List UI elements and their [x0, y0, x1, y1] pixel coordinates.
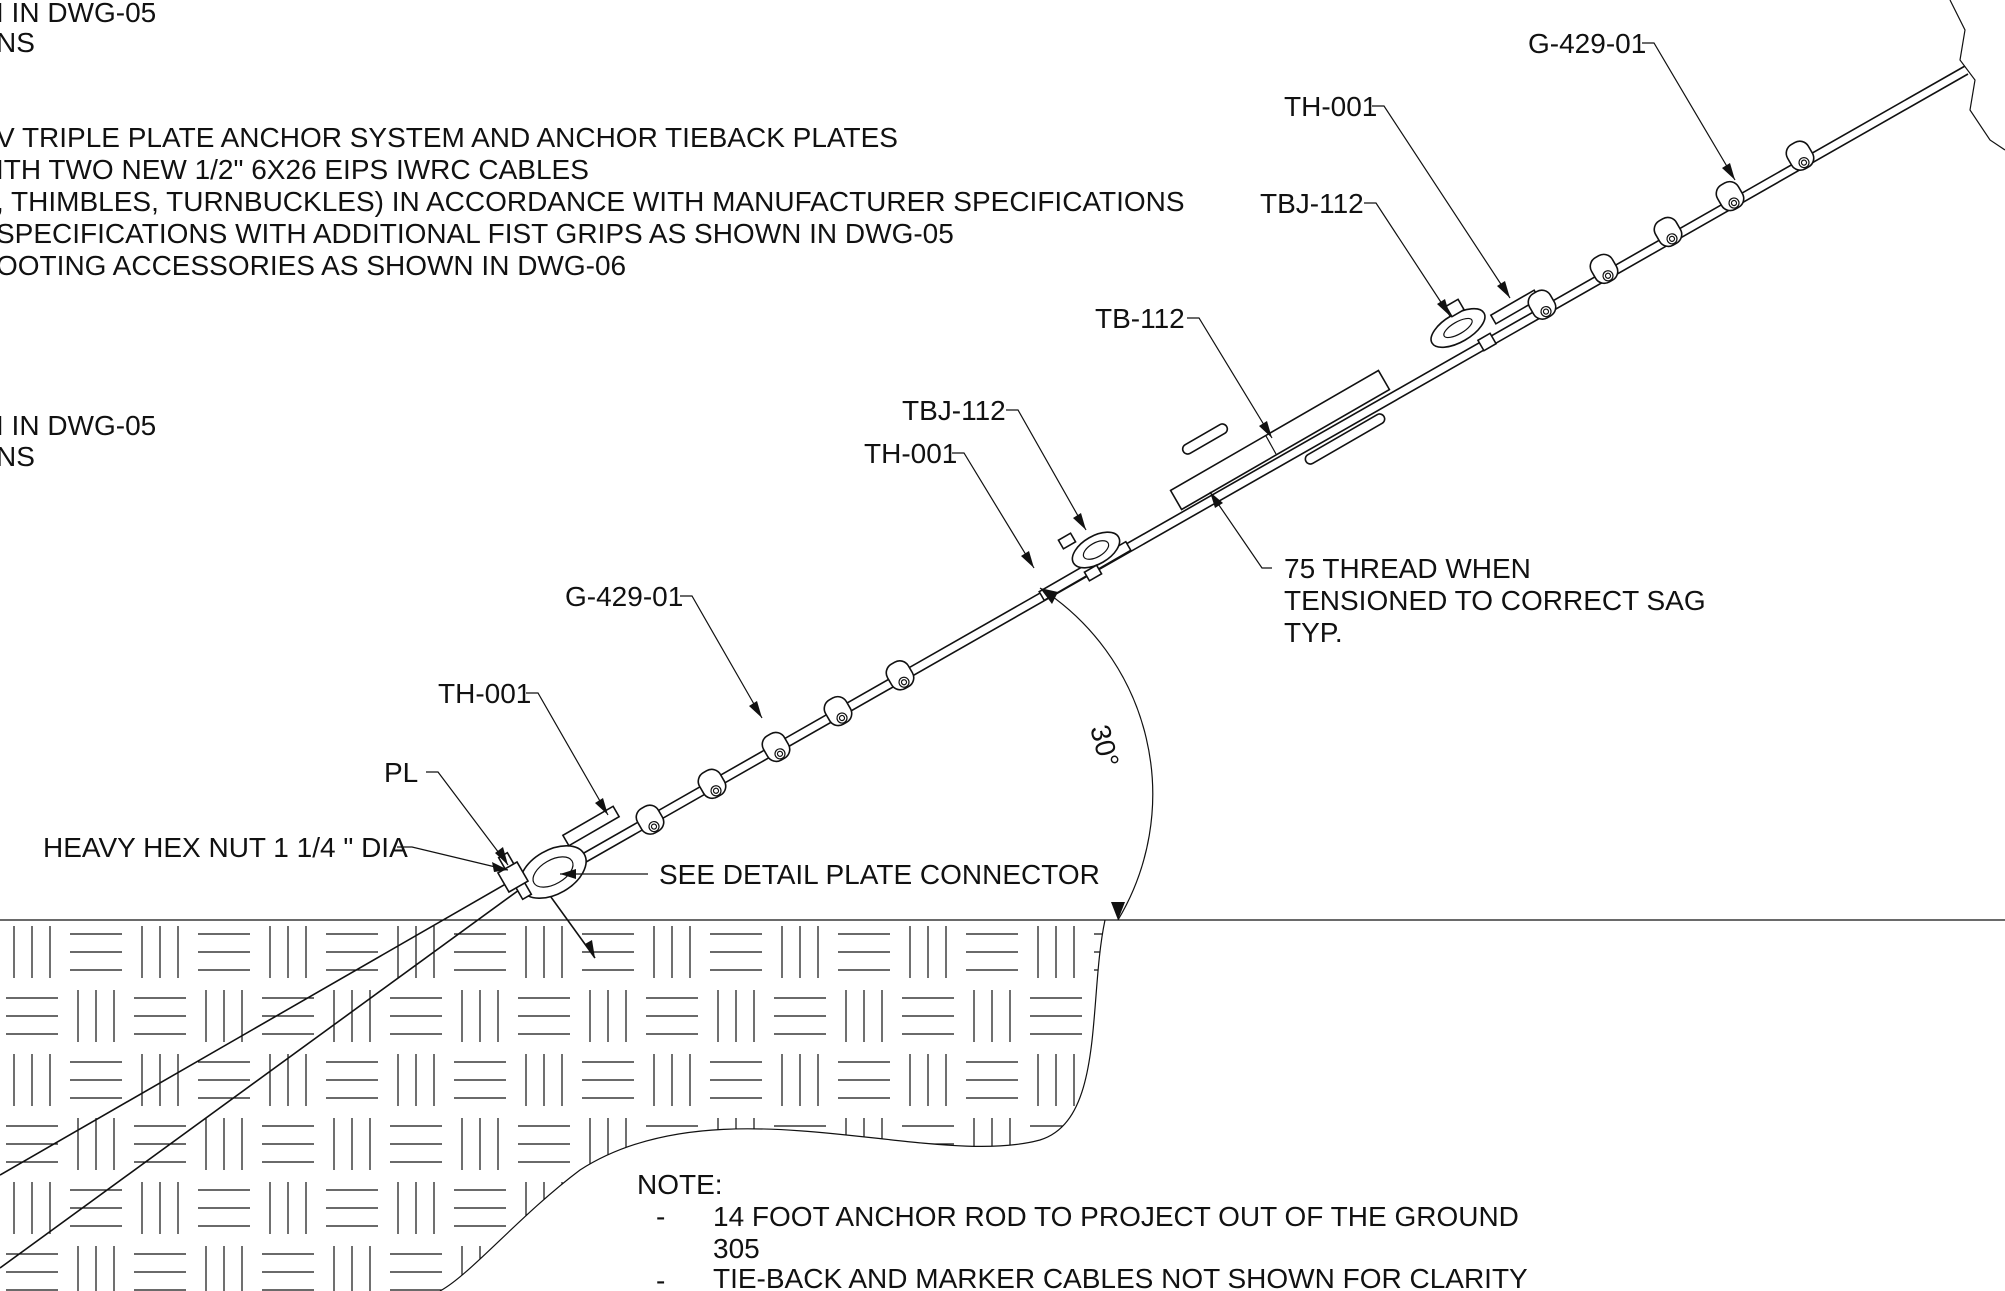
- turnbuckle: [1169, 369, 1391, 511]
- callouts: G-429-01 TH-001 TBJ-112 TB-112 TBJ-112 T…: [43, 28, 1736, 890]
- soil-hatch: [0, 919, 2005, 1291]
- lower-thimble: [496, 805, 621, 901]
- label-hex-nut: HEAVY HEX NUT 1 1/4 " DIA: [43, 832, 408, 863]
- fist-grip: [1715, 180, 1745, 212]
- label-plate-connector: SEE DETAIL PLATE CONNECTOR: [659, 859, 1100, 890]
- note-line: 305: [713, 1233, 760, 1264]
- label-tbj112-lower: TBJ-112: [902, 395, 1006, 426]
- note-block: NOTE: - 14 FOOT ANCHOR ROD TO PROJECT OU…: [637, 1169, 1528, 1291]
- fist-grip: [761, 731, 791, 763]
- general-note-line: ITH TWO NEW 1/2" 6X26 EIPS IWRC CABLES: [0, 154, 589, 185]
- hatch-pattern: [6, 926, 1105, 1291]
- middle-shackle: [1038, 531, 1132, 602]
- general-note-line: V TRIPLE PLATE ANCHOR SYSTEM AND ANCHOR …: [0, 122, 898, 153]
- fist-grip: [1527, 289, 1557, 320]
- note-line: TIE-BACK AND MARKER CABLES NOT SHOWN FOR…: [713, 1263, 1528, 1291]
- fist-grips-lower: [635, 660, 915, 835]
- label-tbj112-upper: TBJ-112: [1260, 188, 1364, 219]
- note-bullet-dash: -: [656, 1201, 665, 1232]
- fist-grip: [885, 660, 915, 691]
- soil-boundary: [439, 919, 1106, 1291]
- thread-note-line: 75 THREAD WHEN: [1284, 553, 1531, 584]
- break-line: [1949, 0, 2005, 151]
- general-note-line: OOTING ACCESSORIES AS SHOWN IN DWG-06: [0, 250, 626, 281]
- note-heading: NOTE:: [637, 1169, 723, 1200]
- fist-grip: [635, 804, 665, 835]
- upper-shackle: [1430, 289, 1541, 352]
- label-th001-lower: TH-001: [438, 678, 531, 709]
- angle-label: 30°: [1084, 722, 1125, 771]
- general-notes: I IN DWG-05 NS V TRIPLE PLATE ANCHOR SYS…: [0, 0, 1185, 472]
- general-note-line: SPECIFICATIONS WITH ADDITIONAL FIST GRIP…: [0, 218, 954, 249]
- label-tb112: TB-112: [1095, 303, 1185, 334]
- fist-grip: [1653, 216, 1683, 248]
- thread-note-line: TENSIONED TO CORRECT SAG: [1284, 585, 1706, 616]
- general-note-line: NS: [0, 27, 35, 58]
- general-note-line: NS: [0, 441, 35, 472]
- fist-grip: [1785, 140, 1815, 171]
- fist-grip: [697, 768, 727, 800]
- label-pl: PL: [384, 757, 418, 788]
- note-bullet-dash: -: [656, 1265, 665, 1291]
- fist-grip: [1589, 253, 1619, 285]
- general-note-line: , THIMBLES, TURNBUCKLES) IN ACCORDANCE W…: [0, 186, 1185, 217]
- thimble-body: [561, 805, 621, 847]
- general-note-line: I IN DWG-05: [0, 0, 156, 28]
- label-th001-mid: TH-001: [864, 438, 957, 469]
- fist-grip: [823, 695, 853, 727]
- thread-note-line: TYP.: [1284, 617, 1343, 648]
- cable-assembly: [496, 0, 2005, 901]
- label-g429-upper: G-429-01: [1528, 28, 1646, 59]
- general-note-line: I IN DWG-05: [0, 410, 156, 441]
- label-g429-lower: G-429-01: [565, 581, 683, 612]
- label-th001-upper: TH-001: [1284, 91, 1377, 122]
- fist-grips-upper: [1527, 140, 1815, 320]
- note-line: 14 FOOT ANCHOR ROD TO PROJECT OUT OF THE…: [713, 1201, 1519, 1232]
